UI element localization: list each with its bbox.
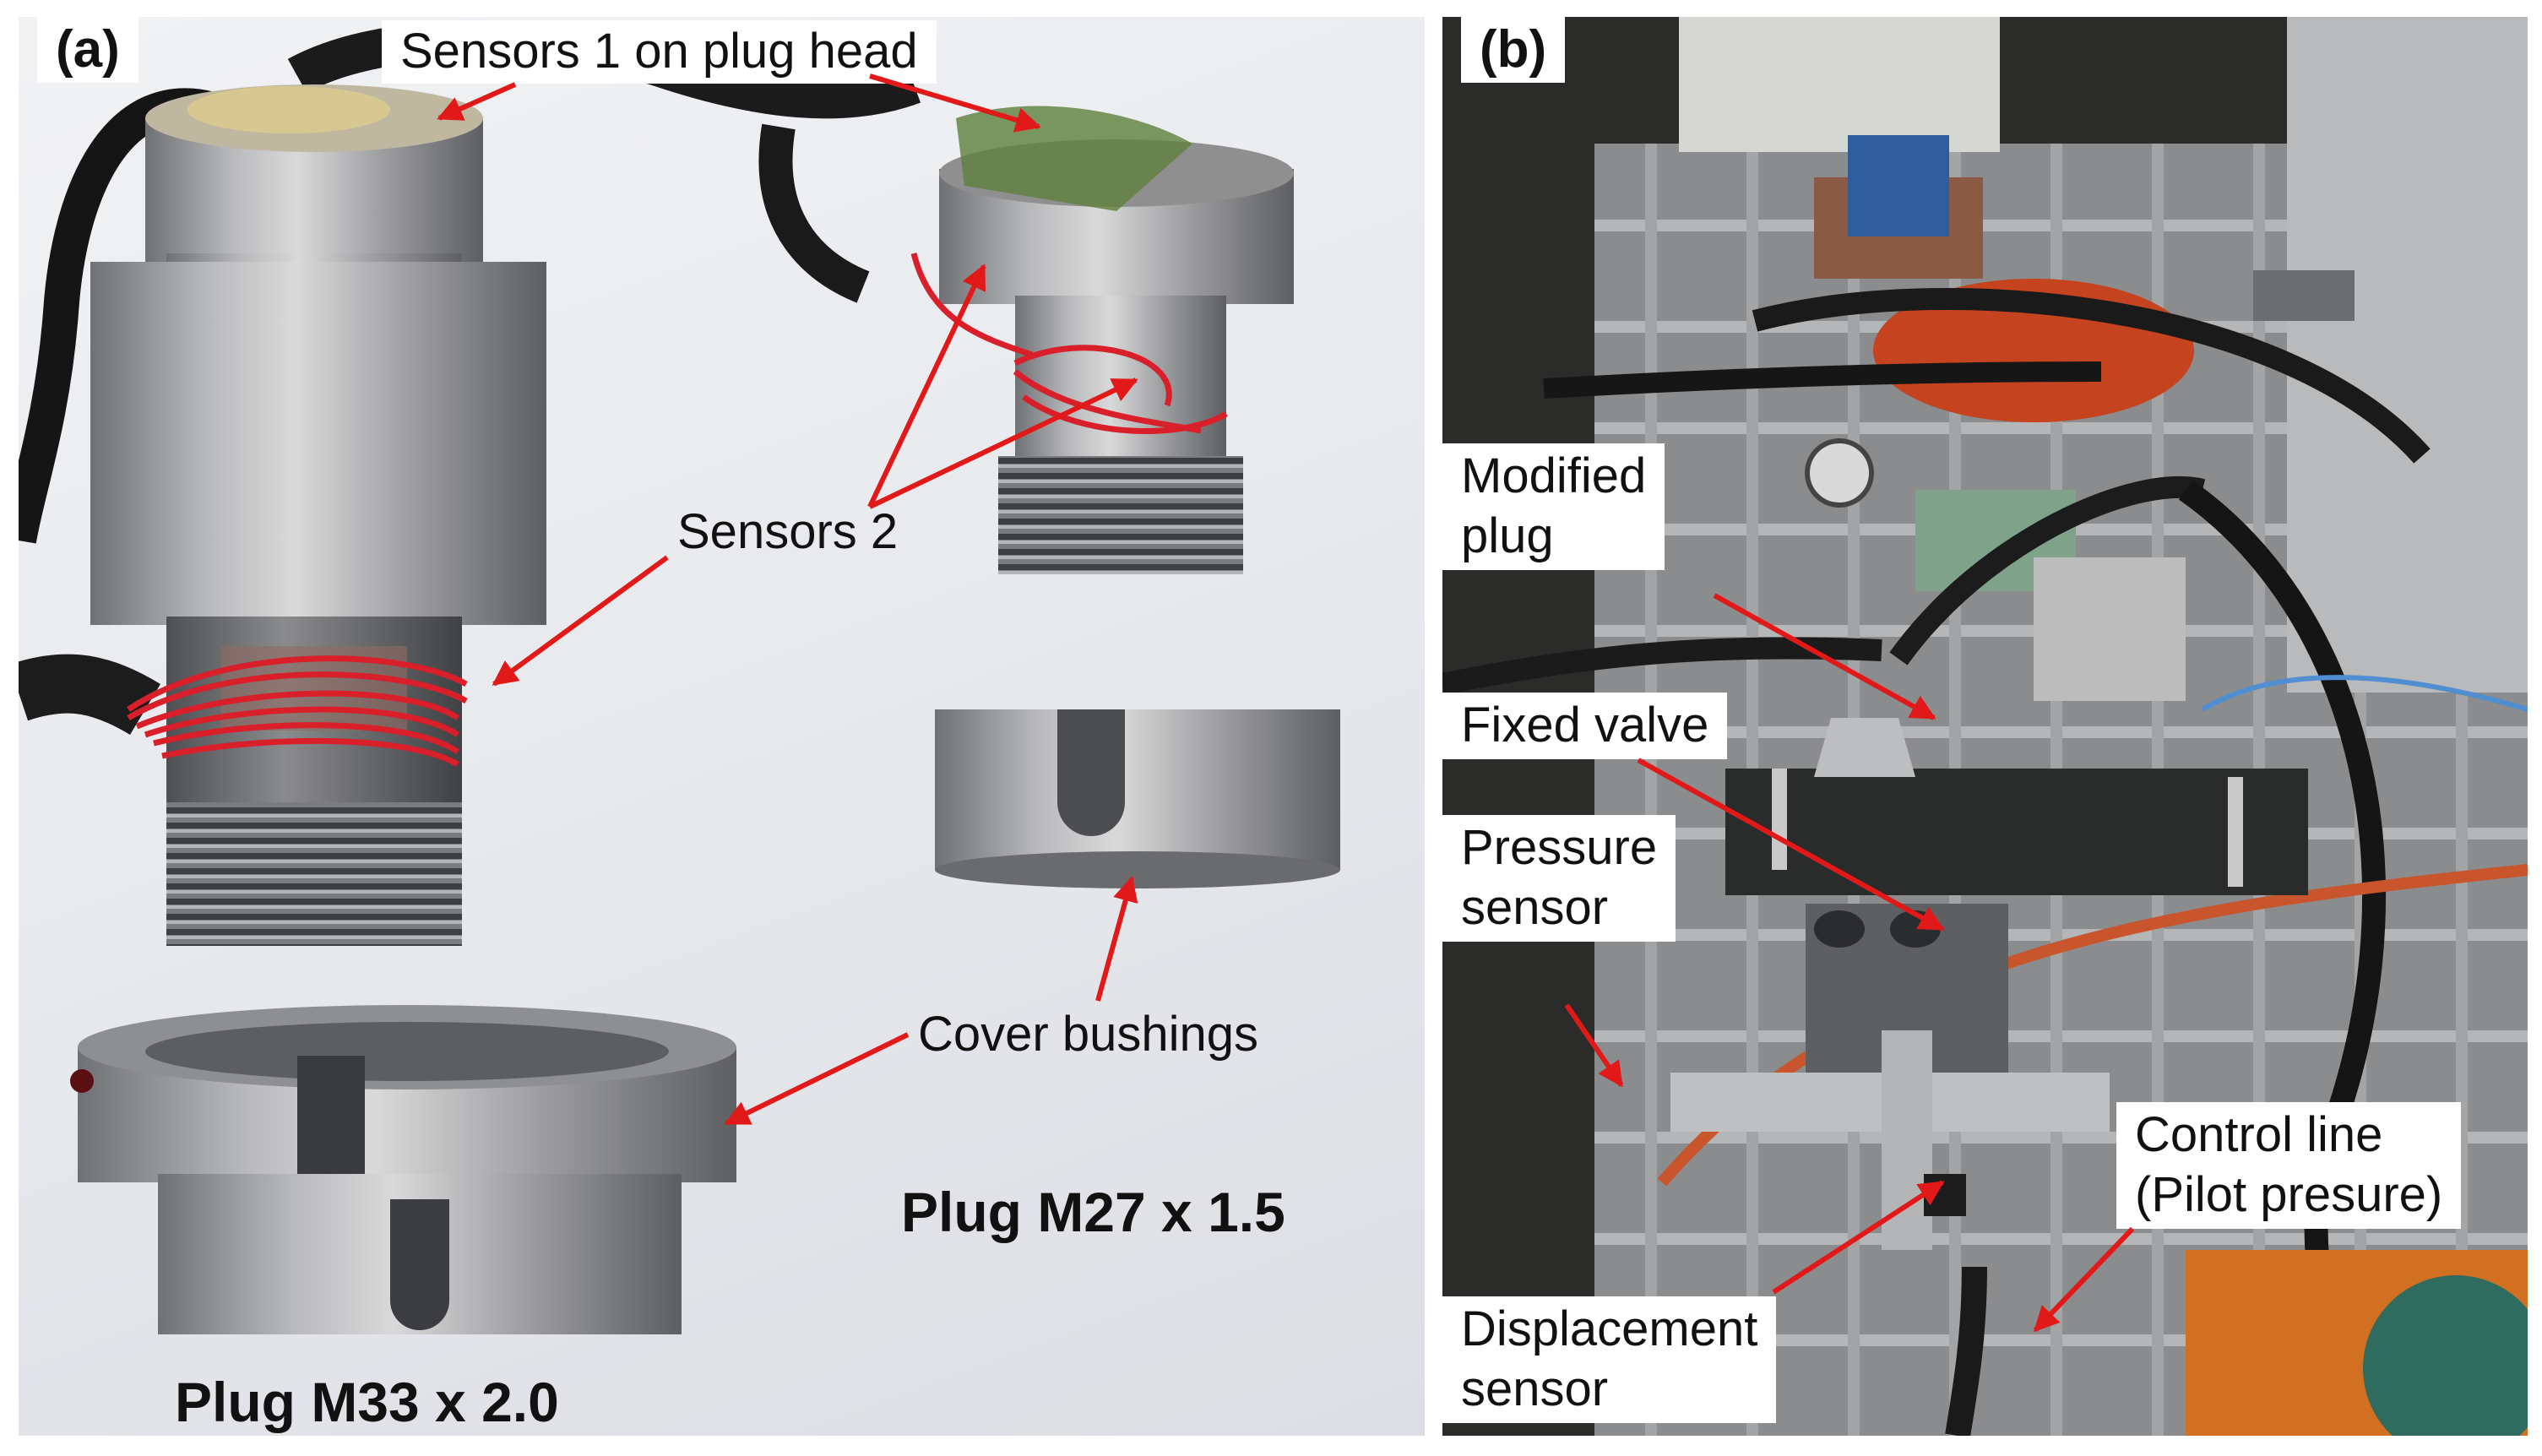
sensor-wires	[127, 655, 468, 768]
displacement-sensor-line2: sensor	[1461, 1361, 1609, 1416]
cover-bushings-label: Cover bushings	[918, 1007, 1258, 1062]
cable	[19, 654, 161, 736]
modified-plug-label: Modified plug	[1442, 443, 1665, 570]
displacement-sensor-line1: Displacement	[1461, 1301, 1758, 1356]
modified-plug	[1814, 718, 1915, 777]
plug-m27-label: Plug M27 x 1.5	[901, 1181, 1285, 1243]
control-line-label: Control line (Pilot presure)	[2116, 1102, 2462, 1229]
photo-panel-b: (b) Modified plug Fixed valve Pressure s…	[1442, 17, 2528, 1436]
sensors-2-label: Sensors 2	[677, 504, 899, 559]
cover-bushing-large	[70, 1005, 736, 1334]
fixed-valve-label: Fixed valve	[1442, 693, 1728, 759]
pressure-sensor-line2: sensor	[1461, 879, 1609, 935]
displacement-sensor-label: Displacement sensor	[1442, 1296, 1777, 1423]
cable	[19, 88, 218, 544]
control-line-line1: Control line	[2135, 1107, 2383, 1162]
panel-b-tag: (b)	[1461, 17, 1566, 83]
plug-m33	[90, 84, 546, 946]
modified-plug-line2: plug	[1461, 508, 1554, 563]
plugs-photo	[19, 20, 1340, 1334]
pressure-sensor-line1: Pressure	[1461, 820, 1658, 875]
photo-panel-a: (a) Sensors 1 on plug head Sensors 2 Cov…	[19, 17, 1425, 1436]
modified-plug-line1: Modified	[1461, 448, 1647, 503]
plug-m27	[910, 106, 1294, 574]
clamp-beam	[1725, 769, 2308, 895]
frame	[2287, 17, 2528, 693]
pressure-sensor-label: Pressure sensor	[1442, 815, 1676, 942]
upper-fixture	[1679, 17, 2000, 152]
cover-bushing-small	[935, 709, 1340, 888]
panel-a-tag: (a)	[37, 17, 139, 83]
plug-m33-label: Plug M33 x 2.0	[175, 1371, 559, 1433]
control-line-line2: (Pilot presure)	[2135, 1166, 2443, 1222]
sensors-1-label: Sensors 1 on plug head	[382, 20, 937, 84]
cable	[758, 123, 870, 303]
